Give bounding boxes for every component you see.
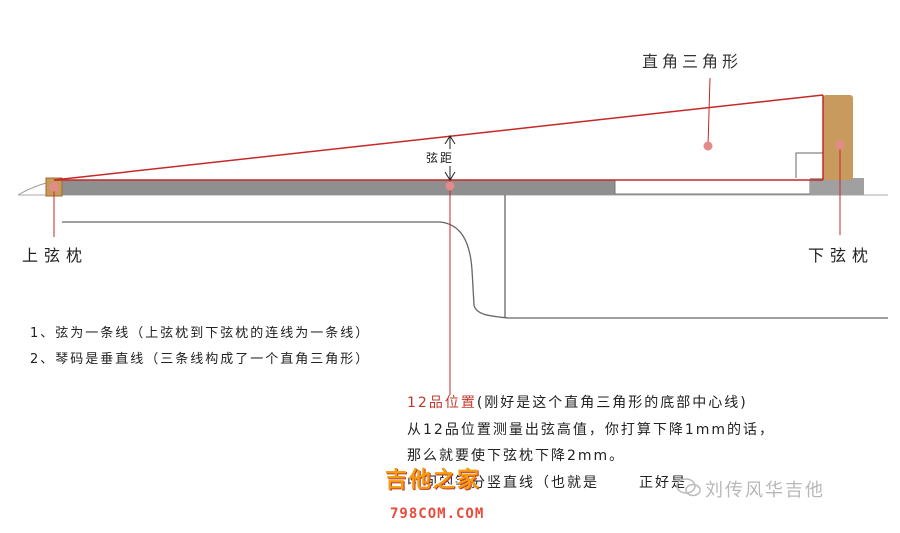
wechat-icon: [676, 477, 702, 503]
string-height-label: 弦距: [426, 149, 455, 166]
up-arrow-icon: [444, 135, 456, 145]
nut-dot: [49, 182, 59, 192]
fret12-dot: [445, 181, 455, 191]
string-line: [53, 94, 824, 181]
saddle-label: 下弦枕: [808, 246, 875, 265]
note-1: 1、弦为一条线（上弦枕到下弦枕的连线为一条线）: [30, 326, 371, 341]
triangle-label: 直角三角形: [642, 52, 743, 71]
watermark-account: 刘传风华吉他: [705, 480, 825, 501]
nut-label: 上弦枕: [22, 246, 89, 265]
note-2: 2、琴码是垂直线（三条线构成了一个直角三角形）: [30, 352, 371, 367]
neck-profile: [62, 221, 888, 319]
body-line-1-rest: (刚好是这个直角三角形的底部中心线): [476, 395, 748, 411]
body-line-4-tail: 正好是: [639, 475, 687, 491]
watermark-url: 798COM.COM: [390, 506, 485, 522]
body-line-3: 那么就要使下弦枕下降2mm。: [407, 448, 626, 464]
watermark-brand: 吉他之家: [385, 468, 482, 493]
right-angle-marker: [795, 152, 823, 178]
fret12-position-label: 12品位置: [407, 395, 477, 411]
body-line-2: 从12品位置测量出弦高值，你打算下降1mm的话，: [407, 422, 775, 438]
triangle-leader-line: [707, 77, 711, 147]
bridge-top: [614, 179, 811, 195]
body-line-4: 中间的等分竖直线（也就是 正好是: [407, 472, 687, 492]
bridge-base: [810, 178, 864, 195]
triangle-dot: [703, 141, 713, 151]
fretboard: [62, 180, 615, 195]
saddle-wood: [823, 95, 853, 180]
down-arrow-icon: [444, 171, 456, 181]
body-line-4-text: 中间的等分竖直线（也就是: [407, 475, 599, 491]
saddle-dot: [835, 140, 845, 150]
body-line-1: 12品位置(刚好是这个直角三角形的底部中心线): [407, 392, 748, 412]
